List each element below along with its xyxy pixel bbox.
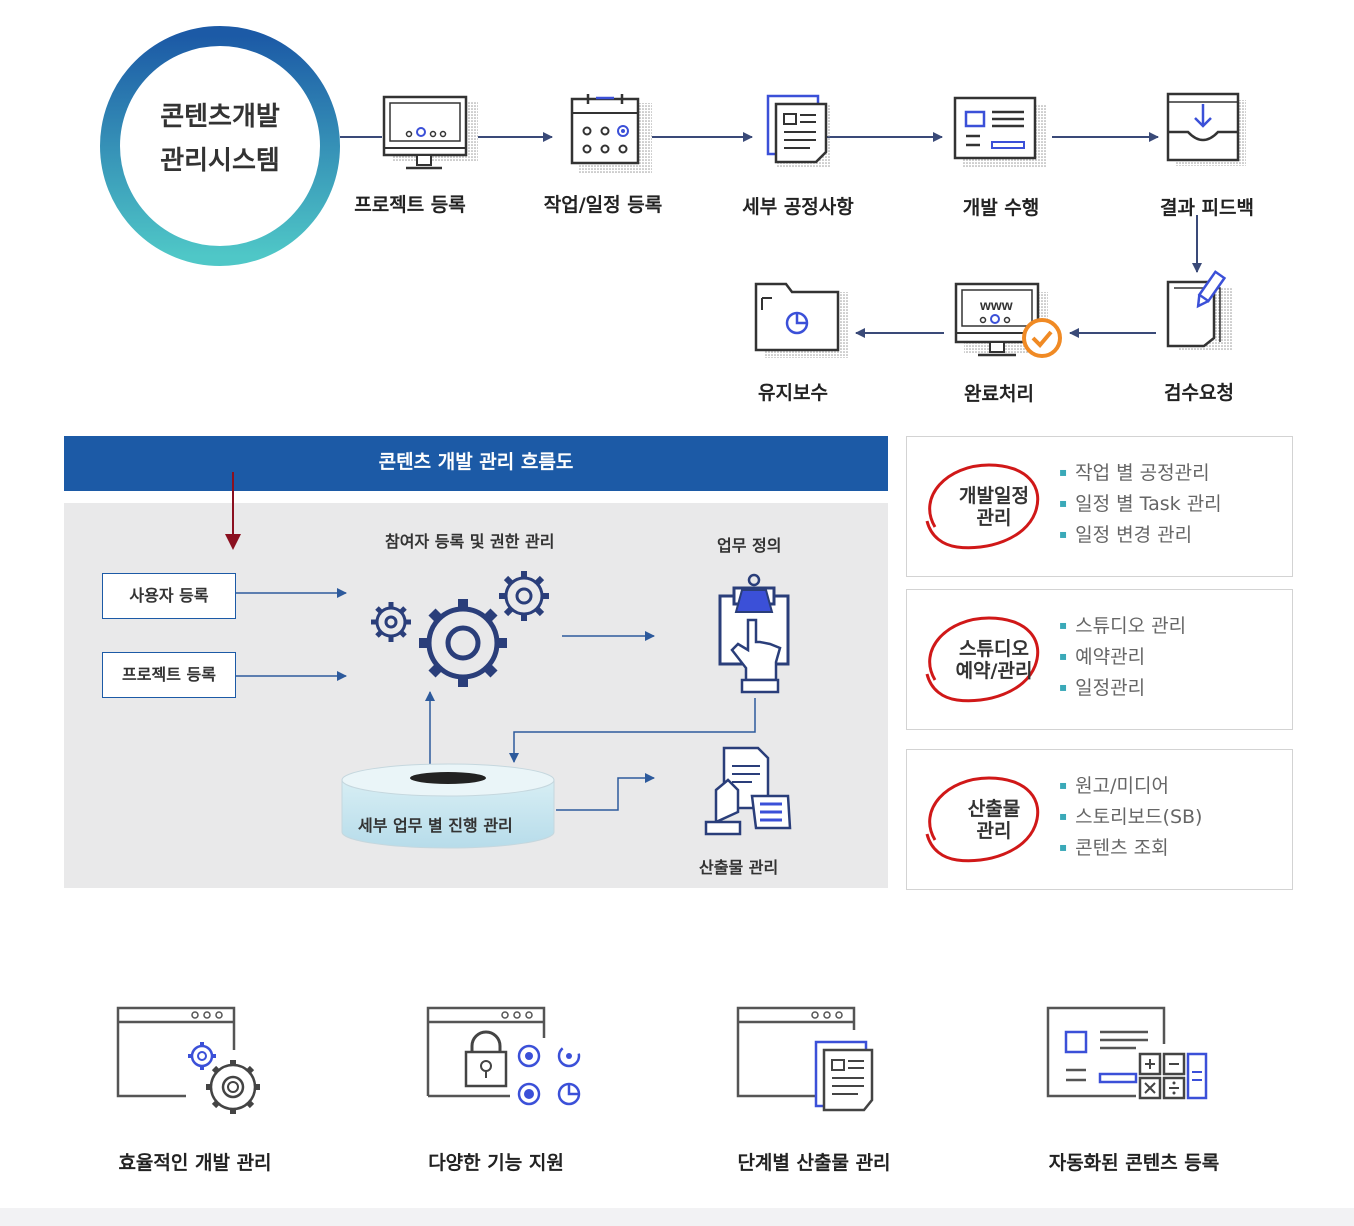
step-label-detail: 세부 공정사항 xyxy=(742,196,854,218)
step-label-maintenance: 유지보수 xyxy=(758,382,828,404)
footer-strip xyxy=(0,1208,1354,1226)
browser-lock-icon xyxy=(426,1006,581,1106)
feature-icons xyxy=(116,1006,1208,1114)
pen-document-icon xyxy=(1166,270,1232,350)
progress-label: 세부 업무 별 진행 관리 xyxy=(358,816,513,835)
participants-label: 참여자 등록 및 권한 관리 xyxy=(385,532,555,551)
monitor-icon xyxy=(382,95,478,170)
step-label-project: 프로젝트 등록 xyxy=(354,194,466,216)
inbox-download-icon xyxy=(1166,92,1246,166)
browser-document-icon xyxy=(736,1006,874,1112)
card-list-item: 일정 변경 관리 xyxy=(1059,521,1222,552)
step-label-develop: 개발 수행 xyxy=(962,197,1040,219)
task-definition-label: 업무 정의 xyxy=(717,536,782,555)
card-title-line2: 관리 xyxy=(976,819,1012,842)
process-diagram: www xyxy=(100,26,1246,358)
system-ring xyxy=(100,26,340,266)
system-title-line1: 콘텐츠개발 xyxy=(160,102,280,132)
card-list-item: 원고/미디어 xyxy=(1059,772,1202,803)
red-circle-mark xyxy=(925,463,1040,550)
card-list: 원고/미디어 스토리보드(SB) 콘텐츠 조회 xyxy=(1059,772,1202,865)
system-title-line2: 관리시스템 xyxy=(160,146,280,176)
system-title: 콘텐츠개발 관리시스템 xyxy=(115,95,325,183)
feature-label-stage-output: 단계별 산출물 관리 xyxy=(737,1152,891,1174)
card-title-line1: 스튜디오 xyxy=(959,637,1029,660)
red-circle-mark xyxy=(925,616,1040,703)
feature-label-efficient: 효율적인 개발 관리 xyxy=(118,1152,272,1174)
card-list-item: 작업 별 공정관리 xyxy=(1059,459,1222,490)
feature-label-various: 다양한 기능 지원 xyxy=(428,1152,564,1174)
red-circle-mark xyxy=(925,776,1040,863)
step-label-feedback: 결과 피드백 xyxy=(1159,197,1254,219)
user-register-box: 사용자 등록 xyxy=(102,573,236,619)
project-register-box: 프로젝트 등록 xyxy=(102,652,236,698)
card-list: 스튜디오 관리 예약관리 일정관리 xyxy=(1059,612,1186,705)
feature-label-auto-register: 자동화된 콘텐츠 등록 xyxy=(1048,1152,1220,1174)
card-title-line1: 산출물 xyxy=(967,797,1021,820)
step-label-schedule: 작업/일정 등록 xyxy=(543,194,663,216)
document-icon xyxy=(766,94,830,168)
layout-icon xyxy=(953,96,1046,168)
card-title-line2: 예약/관리 xyxy=(955,659,1033,682)
card-list-item: 콘텐츠 조회 xyxy=(1059,834,1202,865)
card-list-item: 일정관리 xyxy=(1059,674,1186,705)
card-title-line2: 관리 xyxy=(976,506,1012,529)
card-list-item: 예약관리 xyxy=(1059,643,1186,674)
www-monitor-check-icon: www xyxy=(954,282,1062,358)
card-list-item: 일정 별 Task 관리 xyxy=(1059,490,1222,521)
output-label: 산출물 관리 xyxy=(699,858,779,877)
calendar-icon xyxy=(570,94,652,173)
step-label-inspection: 검수요청 xyxy=(1164,382,1234,404)
www-text: www xyxy=(979,297,1013,313)
layout-calculator-icon xyxy=(1046,1006,1208,1100)
card-list-item: 스토리보드(SB) xyxy=(1059,803,1202,834)
card-title-line1: 개발일정 xyxy=(959,484,1029,507)
browser-gears-icon xyxy=(116,1006,260,1114)
folder-chart-icon xyxy=(754,282,848,358)
flow-banner: 콘텐츠 개발 관리 흐름도 xyxy=(64,436,888,491)
step-label-complete: 완료처리 xyxy=(964,383,1034,405)
card-list-item: 스튜디오 관리 xyxy=(1059,612,1186,643)
card-list: 작업 별 공정관리 일정 별 Task 관리 일정 변경 관리 xyxy=(1059,459,1222,552)
